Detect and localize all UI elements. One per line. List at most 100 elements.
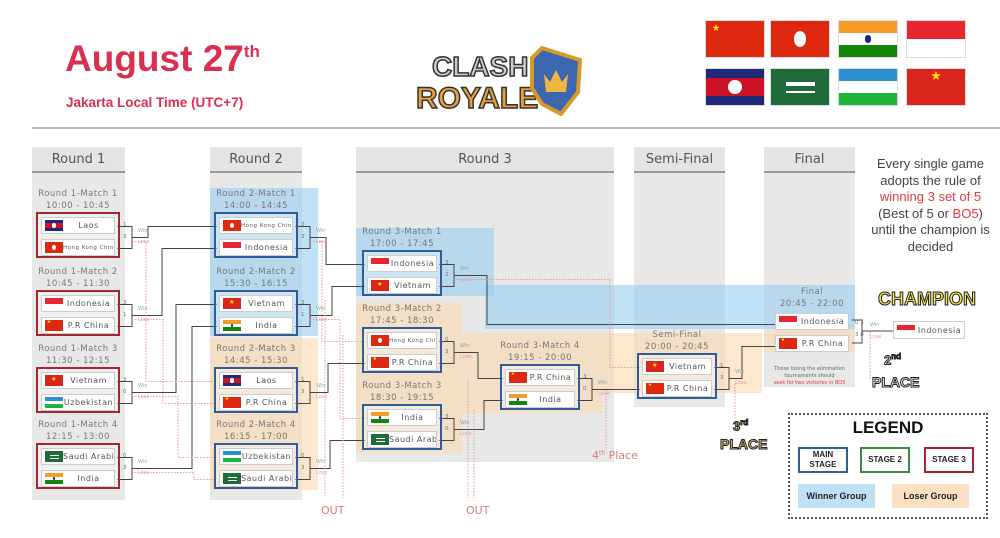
team-score: 0 — [445, 426, 449, 432]
winner-path — [729, 346, 775, 379]
legend-main-stage: MAIN STAGE — [798, 447, 848, 473]
team-slot[interactable]: ★Vietnam — [41, 372, 115, 389]
team-slot[interactable]: Hong Kong China — [367, 332, 437, 349]
subtitle: Jakarta Local Time (UTC+7) — [66, 95, 244, 110]
team-name: India — [255, 321, 278, 330]
winner-path — [310, 363, 365, 393]
team-score: 3 — [301, 300, 305, 306]
team-score: 1 — [123, 312, 127, 318]
team-slot[interactable]: Uzbekistan — [219, 448, 293, 465]
team-slot[interactable]: ★P.R China — [41, 317, 115, 334]
clash-royale-logo: CLASH ROYALE — [415, 45, 583, 116]
saudi-arabia-flag-icon — [223, 473, 241, 484]
final-header: Final — [764, 147, 855, 173]
legend-stage-2: STAGE 2 — [860, 447, 910, 473]
team-slot[interactable]: Hong Kong China — [219, 217, 293, 234]
win-label: Win — [460, 343, 470, 349]
team-slot[interactable]: India — [505, 391, 575, 408]
team-slot[interactable]: Saudi Arabia — [41, 448, 115, 465]
team-slot[interactable]: Hong Kong China — [41, 239, 115, 256]
vietnam-flag-icon: ★ — [371, 280, 389, 291]
lose-label: Lose — [460, 354, 472, 360]
team-slot[interactable]: Laos — [219, 372, 293, 389]
china-flag-icon: ★ — [223, 397, 241, 408]
team-slot[interactable]: ★P.R China — [219, 394, 293, 411]
hong-kong-flag-icon — [371, 335, 389, 346]
team-slot[interactable]: ★P.R China — [642, 380, 712, 397]
indonesia-flag-icon — [45, 298, 63, 309]
winner-path — [310, 286, 365, 316]
lose-label: Lose — [316, 394, 328, 400]
team-slot[interactable]: Laos — [41, 217, 115, 234]
win-label: Win — [138, 459, 148, 465]
vietnam-flag-icon: ★ — [45, 375, 63, 386]
indonesia-flag-icon — [779, 316, 797, 327]
team-name: Indonesia — [390, 259, 435, 268]
lose-label: Lose — [460, 277, 472, 283]
team-score: 3 — [123, 234, 127, 240]
team-name: Indonesia — [800, 317, 845, 326]
team-slot[interactable]: India — [41, 470, 115, 487]
hong-kong-flag-icon — [223, 220, 241, 231]
team-name: Indonesia — [66, 299, 111, 308]
team-slot[interactable]: India — [219, 317, 293, 334]
team-score: 3 — [123, 300, 127, 306]
team-score: 1 — [301, 377, 305, 383]
team-slot[interactable]: ★P.R China — [367, 354, 437, 371]
team-slot[interactable]: Saudi Arabia — [219, 470, 293, 487]
team-slot[interactable]: Indonesia — [41, 295, 115, 312]
team-slot[interactable]: ★Vietnam — [367, 277, 437, 294]
team-name: Uzbekistan — [63, 398, 114, 407]
team-slot[interactable]: Indonesia — [367, 255, 437, 272]
team-score: 3 — [720, 375, 724, 381]
team-slot[interactable]: ★P.R China — [775, 335, 849, 352]
loser-path — [132, 319, 217, 404]
loser-path — [132, 241, 217, 382]
team-score: 2 — [301, 222, 305, 228]
loser-path — [132, 396, 217, 458]
team-slot[interactable]: Saudi Arabia — [367, 431, 437, 448]
china-flag-icon: ★ — [779, 338, 797, 349]
out-label: OUT — [466, 504, 490, 517]
saudi-arabia-flag-icon — [371, 434, 389, 445]
lose-label: Lose — [316, 317, 328, 323]
china-flag-icon: ★ — [45, 320, 63, 331]
laos-flag-icon — [223, 375, 241, 386]
champion-slot: Indonesia — [893, 321, 965, 339]
team-name: Hong Kong China — [63, 244, 114, 251]
team-slot[interactable]: ★P.R China — [505, 369, 575, 386]
team-name: India — [401, 413, 424, 422]
team-slot[interactable]: Uzbekistan — [41, 394, 115, 411]
lose-label: Lose — [316, 239, 328, 245]
elimination-path — [324, 300, 607, 498]
team-score: 3 — [301, 234, 305, 240]
team-slot[interactable]: ★Vietnam — [219, 295, 293, 312]
team-slot[interactable]: India — [367, 409, 437, 426]
lose-label: Lose — [138, 239, 150, 245]
match-r3m1: Indonesia ★Vietnam — [362, 250, 442, 296]
vietnam-flag-icon: ★ — [646, 361, 664, 372]
team-score: 0 — [123, 389, 127, 395]
win-label: Win — [598, 380, 608, 386]
match-r2m3: Laos ★P.R China — [214, 367, 298, 413]
lose-label: Lose — [138, 394, 150, 400]
team-slot[interactable]: ★Vietnam — [642, 358, 712, 375]
winner-path — [454, 400, 503, 430]
winner-path — [310, 237, 365, 265]
win-label: Win — [316, 306, 326, 312]
team-slot[interactable]: Indonesia — [775, 313, 849, 330]
svg-text:ROYALE: ROYALE — [416, 82, 538, 115]
win-label: Win — [138, 383, 148, 389]
team-slot[interactable]: Indonesia — [219, 239, 293, 256]
legend: LEGEND MAIN STAGE STAGE 2 STAGE 3 Winner… — [788, 413, 988, 519]
